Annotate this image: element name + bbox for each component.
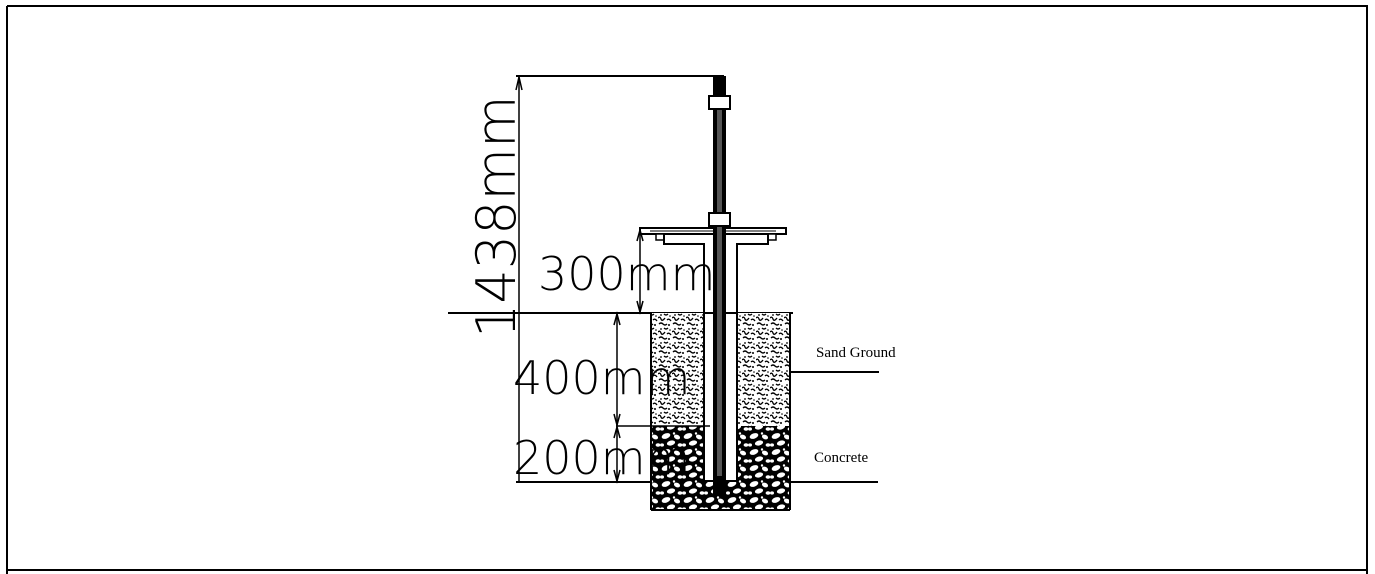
post (708, 76, 731, 496)
dimension-lines (515, 75, 878, 484)
dim-concrete-depth: 200mm (513, 431, 690, 485)
label-concrete: Concrete (814, 450, 868, 466)
drawing-frame (6, 5, 1368, 574)
sand-fill (651, 313, 790, 426)
pit-outline (650, 313, 791, 511)
dim-total-height: 1438mm (465, 95, 528, 338)
dim-sand-depth: 400mm (513, 351, 690, 405)
dim-above-ground: 300mm (538, 247, 715, 301)
label-sand-ground: Sand Ground (816, 345, 896, 361)
sleeve (616, 313, 738, 482)
